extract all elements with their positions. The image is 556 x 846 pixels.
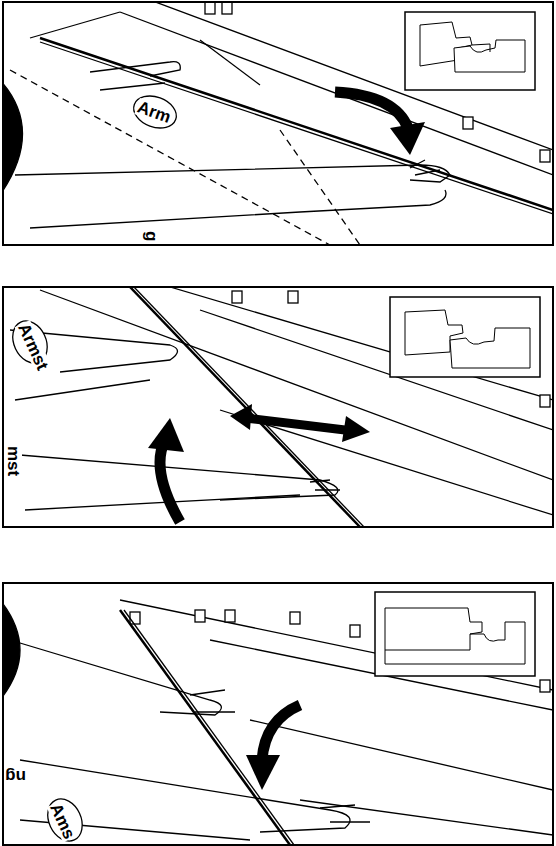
brand-logo-text: ng bbox=[4, 768, 27, 785]
brand-logo-text: g bbox=[143, 230, 160, 242]
brand-logo-text: mst bbox=[5, 445, 22, 477]
